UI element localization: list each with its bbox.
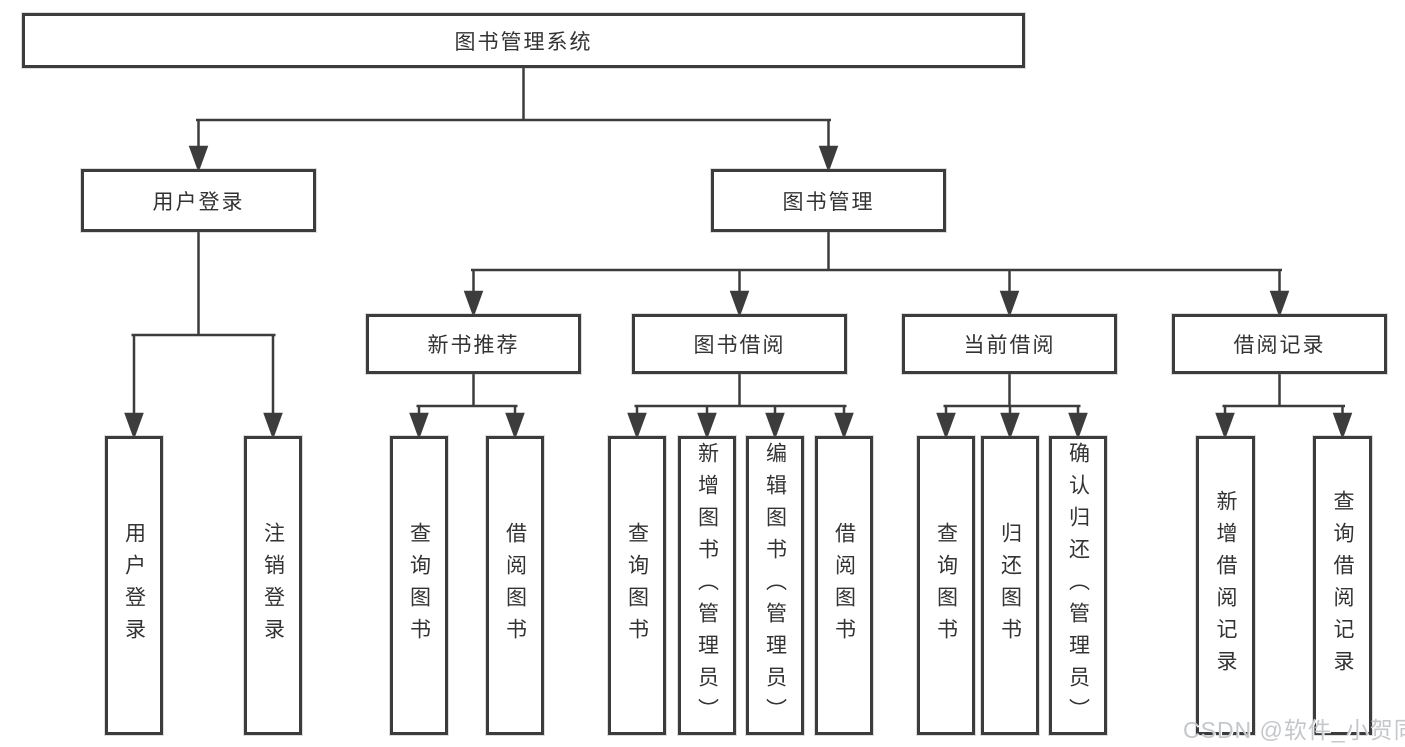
connector-userlogin-to-leaves [124,232,283,440]
arrowhead-icon [409,412,429,440]
leaf-edit-books-admin: 编辑图书（管理员） [746,436,804,735]
connector-records-to-leaves [1215,374,1353,440]
node-book-management-label: 图书管理 [782,190,875,214]
arrowhead-icon [1215,412,1235,440]
node-borrowing-records: 借阅记录 [1172,314,1387,374]
arrowhead-icon [729,290,750,318]
leaf-label: 归还图书 [998,521,1022,650]
arrowhead-icon [697,412,717,440]
node-user-login-label: 用户登录 [152,190,245,214]
leaf-label: 查询图书 [407,521,431,650]
node-borrowing-records-label: 借阅记录 [1233,334,1326,357]
node-new-book-recommend: 新书推荐 [366,314,581,374]
node-current-borrowing: 当前借阅 [902,314,1117,374]
arrowhead-icon [1000,412,1020,440]
leaf-query-books-2: 查询图书 [608,436,666,735]
leaf-user-login: 用户登录 [105,436,163,735]
leaf-label: 借阅图书 [503,521,527,650]
leaf-label: 确认归还（管理员） [1066,441,1090,730]
leaf-add-books-admin: 新增图书（管理员） [678,436,736,735]
connector-root-to-level2 [188,68,839,173]
leaf-label: 注销登录 [261,521,285,650]
arrowhead-icon [1269,290,1290,318]
leaf-logout: 注销登录 [244,436,302,735]
node-root-system: 图书管理系统 [22,13,1025,68]
connector-newbooks-to-leaves [409,374,525,440]
leaf-label: 查询借阅记录 [1331,489,1354,682]
leaf-label: 查询图书 [625,521,649,650]
leaf-label: 查询图书 [934,521,958,650]
connector-borrowing-to-leaves [627,374,854,440]
leaf-label: 新增图书（管理员） [695,441,719,730]
leaf-label: 用户登录 [122,521,146,650]
csdn-watermark: CSDN @软件_小贺同学 [1183,717,1405,743]
connector-current-to-leaves [936,374,1088,440]
connector-bookmgmt-to-level3 [463,232,1290,318]
leaf-borrow-books-2: 借阅图书 [815,436,873,735]
arrowhead-icon [188,145,209,173]
node-user-login: 用户登录 [81,169,316,232]
arrowhead-icon [765,412,785,440]
node-book-management: 图书管理 [711,169,946,232]
node-root-label: 图书管理系统 [454,30,593,54]
leaf-label: 借阅图书 [832,521,856,650]
arrowhead-icon [999,290,1020,318]
leaf-add-borrow-record: 新增借阅记录 [1196,436,1255,735]
node-book-borrowing: 图书借阅 [632,314,847,374]
leaf-label: 新增借阅记录 [1214,489,1237,682]
leaf-query-borrow-record: 查询借阅记录 [1313,436,1372,735]
arrowhead-icon [463,290,484,318]
arrowhead-icon [818,145,839,173]
arrowhead-icon [1068,412,1088,440]
leaf-label: 编辑图书（管理员） [763,441,787,730]
arrowhead-icon [1332,412,1353,440]
node-current-borrowing-label: 当前借阅 [963,334,1056,357]
leaf-return-books: 归还图书 [981,436,1039,735]
arrowhead-icon [834,412,854,440]
leaf-borrow-books-1: 借阅图书 [486,436,544,735]
node-book-borrowing-label: 图书借阅 [693,334,786,357]
leaf-confirm-return-admin: 确认归还（管理员） [1049,436,1107,735]
arrowhead-icon [627,412,647,440]
arrowhead-icon [263,412,283,440]
arrowhead-icon [124,412,144,440]
arrowhead-icon [936,412,956,440]
leaf-query-books-1: 查询图书 [390,436,448,735]
arrowhead-icon [505,412,525,440]
node-new-book-recommend-label: 新书推荐 [427,334,520,357]
leaf-query-books-3: 查询图书 [917,436,975,735]
